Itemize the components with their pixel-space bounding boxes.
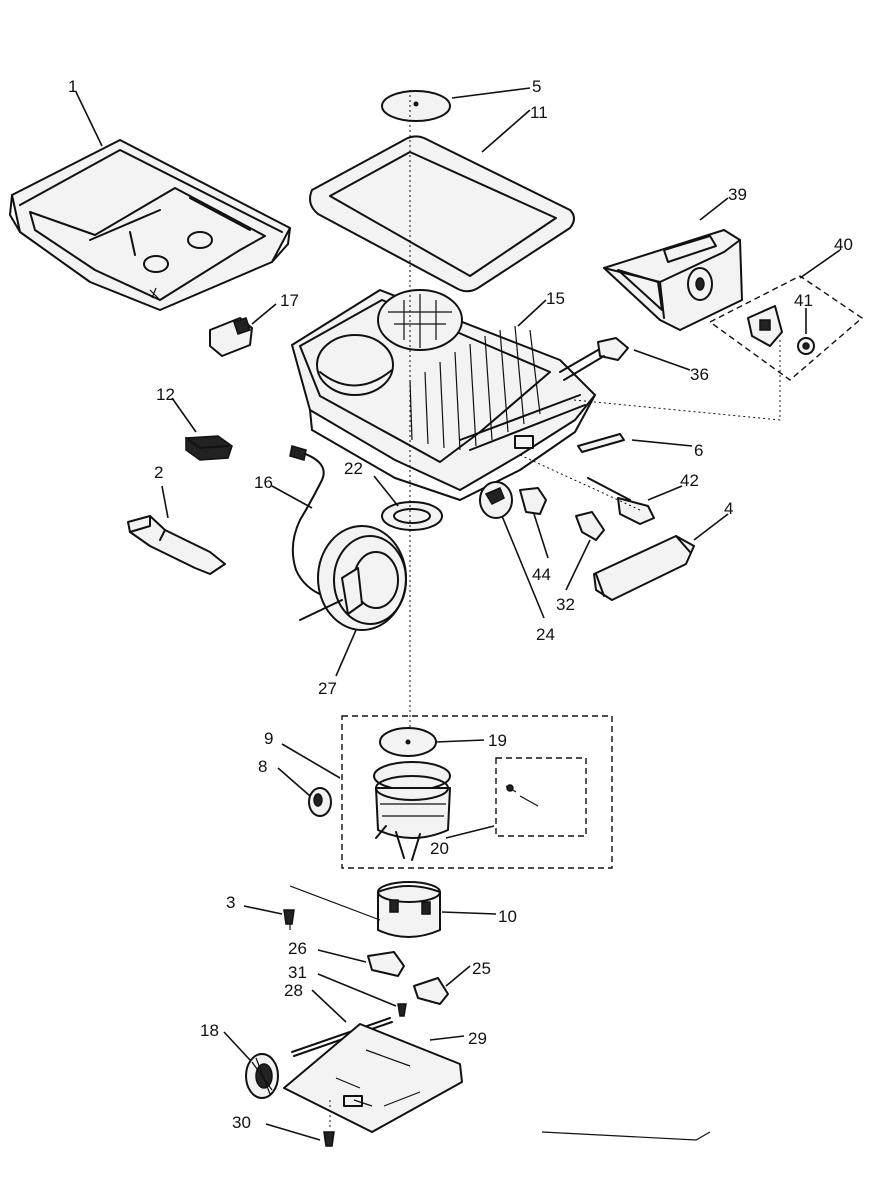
part-19-fan-disc — [379, 727, 437, 757]
callout-15: 15 — [546, 289, 565, 308]
part-30-screw-bottom — [323, 1100, 335, 1147]
callout-2: 2 — [154, 463, 163, 482]
part-26-mount-left — [367, 951, 405, 977]
callout-1: 1 — [68, 77, 77, 96]
part-22-washer-ring — [381, 501, 443, 531]
part-16-power-cord — [289, 445, 325, 597]
part-11-gasket — [309, 135, 575, 293]
callout-19: 19 — [488, 731, 507, 750]
part-6-rod — [577, 433, 625, 453]
part-24-knob — [479, 481, 513, 519]
part-39-bag-holder — [603, 229, 743, 331]
callout-39: 39 — [728, 185, 747, 204]
callout-10: 10 — [498, 907, 517, 926]
callout-28: 28 — [284, 981, 303, 1000]
part-18-wheel — [245, 1053, 279, 1099]
callout-32: 32 — [556, 595, 575, 614]
callout-6: 6 — [694, 441, 703, 460]
callout-36: 36 — [690, 365, 709, 384]
part-3-screw — [283, 885, 381, 930]
callout-30: 30 — [232, 1113, 251, 1132]
part-9-motor-assembly — [341, 715, 613, 869]
callout-18: 18 — [200, 1021, 219, 1040]
part-8-grommet — [308, 787, 332, 817]
assembly-axis-3 — [519, 454, 641, 511]
part-25-mount-right — [413, 977, 449, 1005]
callout-11: 11 — [530, 103, 548, 122]
part-12-pad — [185, 435, 233, 461]
callout-25: 25 — [472, 959, 491, 978]
part-40-bag-mount-kit — [708, 275, 864, 381]
callout-31: 31 — [288, 963, 307, 982]
part-27-cord-reel — [299, 525, 407, 631]
callout-5: 5 — [532, 77, 541, 96]
callout-4: 4 — [724, 499, 733, 518]
callout-22: 22 — [344, 459, 363, 478]
part-5-filter-disc — [381, 90, 451, 122]
part-1-upper-housing — [9, 139, 291, 311]
callout-26: 26 — [288, 939, 307, 958]
part-41-nut — [797, 337, 815, 355]
part-32-latch — [575, 511, 605, 541]
callout-41: 41 — [794, 291, 813, 310]
callout-16: 16 — [254, 473, 273, 492]
part-2-bracket — [127, 515, 226, 575]
callout-29: 29 — [468, 1029, 487, 1048]
callout-24: 24 — [536, 625, 555, 644]
leader-lines — [75, 87, 841, 1141]
part-44-clip — [519, 487, 547, 515]
callout-44: 44 — [532, 565, 551, 584]
part-17-switch — [209, 317, 253, 357]
callout-42: 42 — [680, 471, 699, 490]
part-31-screw-small — [397, 1003, 407, 1017]
part-42-release-lever — [587, 477, 655, 525]
callout-17: 17 — [280, 291, 299, 310]
part-4-bumper-plate — [593, 535, 695, 601]
callout-20: 20 — [430, 839, 449, 858]
callout-40: 40 — [834, 235, 853, 254]
part-36-connector — [559, 337, 629, 381]
part-15-base-housing — [291, 289, 596, 501]
callout-labels: 1 2 3 4 5 6 8 9 10 11 12 15 16 17 18 19 … — [68, 77, 853, 1132]
callout-12: 12 — [156, 385, 175, 404]
assembly-axis-2 — [573, 340, 781, 421]
callout-3: 3 — [226, 893, 235, 912]
stray-line — [541, 1131, 711, 1141]
callout-8: 8 — [258, 757, 267, 776]
part-10-motor-band — [377, 881, 441, 938]
part-29-bottom-plate — [283, 1023, 463, 1133]
callout-9: 9 — [264, 729, 273, 748]
callout-27: 27 — [318, 679, 337, 698]
